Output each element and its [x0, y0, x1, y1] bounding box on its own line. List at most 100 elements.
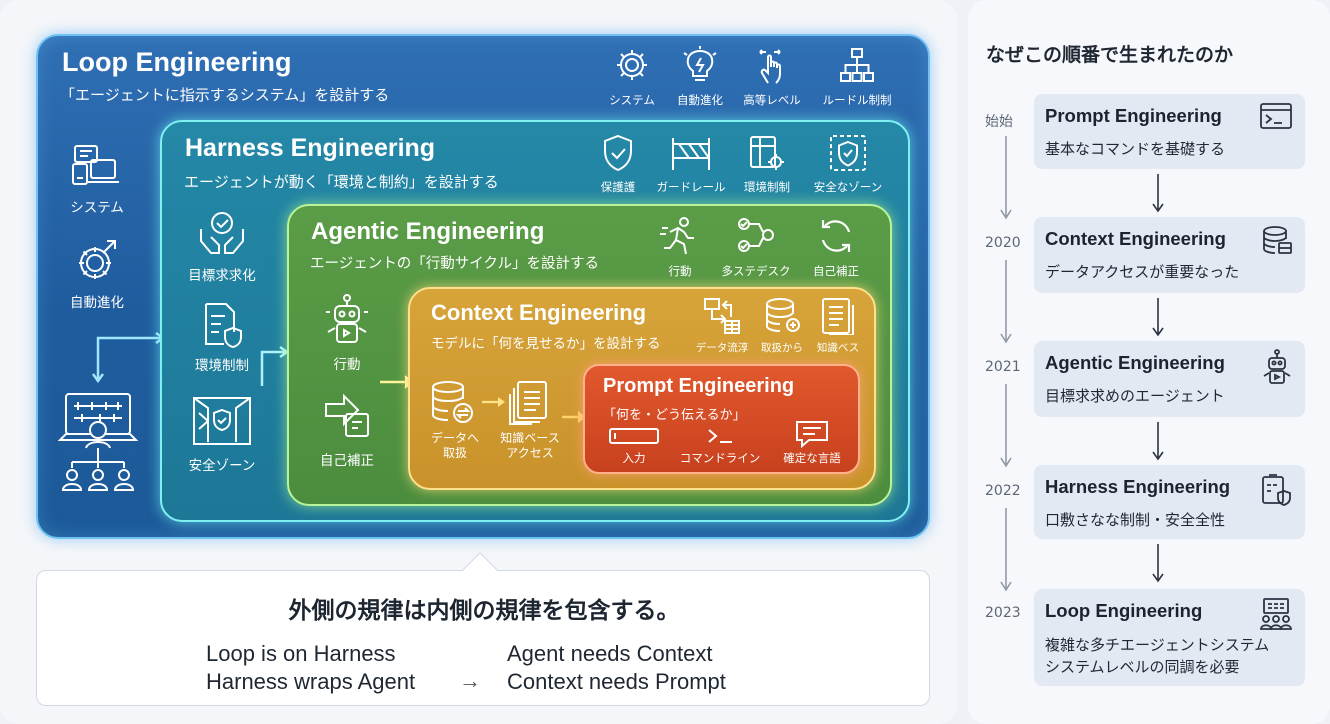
timeline-card-desc: システムレベルの同調を必要	[1045, 658, 1240, 676]
prompt-icon-label: コマンドライン	[679, 451, 761, 465]
timeline-year: 2020	[985, 235, 1021, 251]
prompt-engineering-layer	[583, 364, 860, 474]
callout-pointer	[462, 552, 498, 572]
document-shield-icon	[200, 300, 244, 348]
terminal-window-icon	[1259, 102, 1293, 130]
gear-evolve-icon	[71, 235, 123, 287]
loop-icon-label: 自動進化	[677, 93, 723, 107]
loop-subtitle: 「エージェントに指示するシステム」を設計する	[60, 86, 390, 104]
context-side-label: データへ 取扱	[430, 431, 480, 460]
timeline-card: Agentic Engineering 目標求求めのエージェント	[1034, 341, 1305, 417]
timeline-year: 2023	[985, 605, 1021, 621]
agentic-side-label: 自己補正	[320, 453, 374, 469]
database-icon	[1261, 225, 1293, 257]
shield-check-icon	[601, 134, 635, 172]
system-devices-icon	[71, 142, 123, 188]
harness-icon-label: ガードレール	[656, 180, 726, 194]
device-shield-icon	[1259, 473, 1293, 507]
context-title: Context Engineering	[431, 300, 647, 325]
harness-side-label: 目標求求化	[188, 268, 256, 284]
knowledge-stack-icon	[508, 380, 552, 426]
refresh-icon	[817, 216, 855, 256]
safe-zone-icon	[829, 134, 867, 172]
context-icon-label: 取扱から	[761, 342, 803, 354]
loop-side-label: システム	[70, 200, 124, 216]
loop-title: Loop Engineering	[62, 47, 292, 77]
knowledge-doc-icon	[821, 297, 855, 335]
operator-console-icon	[58, 390, 138, 502]
timeline-down-arrow	[1152, 544, 1164, 583]
agentic-icon-label: 自己補正	[813, 264, 859, 278]
timeline-down-arrow	[1152, 298, 1164, 337]
lightbulb-bolt-icon	[681, 45, 719, 85]
guardrail-icon	[669, 134, 713, 172]
timeline-card: Prompt Engineering 基本なコマンドを基礎する	[1034, 94, 1305, 169]
timeline-title: なぜこの順番で生まれたのか	[986, 44, 1234, 66]
loop-side-label: 自動進化	[70, 295, 124, 311]
harness-title: Harness Engineering	[185, 134, 436, 162]
timeline-card-title: Loop Engineering	[1045, 600, 1203, 621]
timeline-card: Context Engineering データアクセスが重要なった	[1034, 217, 1305, 293]
timeline-card-desc: 口敷さなな制制・安全全性	[1045, 511, 1226, 529]
context-inner-arrow	[482, 397, 505, 407]
timeline-card-title: Prompt Engineering	[1045, 105, 1222, 126]
timeline-year: 2021	[985, 359, 1021, 375]
agentic-icon-label: 多ステデスク	[721, 264, 791, 278]
timeline-year: 始始	[985, 114, 1013, 130]
timeline-year: 2022	[985, 483, 1021, 499]
environment-gear-icon	[748, 134, 786, 172]
timeline-axis	[1000, 136, 1012, 592]
timeline-card-desc: 基本なコマンドを基礎する	[1045, 140, 1226, 158]
running-person-icon	[660, 216, 700, 256]
loop-icon-label: 高等レベル	[743, 93, 801, 107]
harness-side-label: 安全ゾーン	[188, 458, 256, 474]
harness-icon-label: 安全なゾーン	[813, 180, 883, 194]
gear-icon	[614, 47, 650, 83]
safe-zone-doors-icon	[192, 396, 252, 446]
hand-pointer-icon	[754, 47, 790, 85]
timeline-card: Loop Engineering 複雑な多チエージェントシステム システムレベル…	[1034, 589, 1305, 686]
timeline-card-title: Context Engineering	[1045, 228, 1226, 249]
context-icon-label: データ流淳	[695, 342, 749, 354]
prompt-icon-label: 確定な言語	[783, 451, 841, 465]
timeline-card-title: Harness Engineering	[1045, 476, 1231, 497]
loop-icon-label: システム	[609, 93, 655, 107]
callout-line-1: Loop is on Harness	[206, 641, 396, 666]
callout-headline: 外側の規律は内側の規律を包含する。	[288, 598, 680, 624]
multi-task-icon	[736, 216, 776, 256]
prompt-subtitle: 「何を・どう伝えるか」	[603, 408, 746, 423]
summary-callout: 外側の規律は内側の規律を包含する。 Loop is on Harness Har…	[36, 570, 930, 706]
harness-icon-label: 保護護	[600, 180, 636, 194]
timeline-card-desc: データアクセスが重要なった	[1045, 263, 1240, 281]
context-subtitle: モデルに「何を見せるか」を設計する	[431, 336, 661, 352]
agentic-subtitle: エージェントの「行動サイクル」を設計する	[310, 256, 599, 272]
callout-arrow: →	[459, 668, 481, 693]
robot-icon	[324, 294, 370, 346]
hands-target-icon	[197, 209, 247, 257]
agentic-icon-label: 行動	[668, 264, 692, 278]
callout-line-2: Harness wraps Agent	[206, 669, 416, 694]
database-exchange-icon	[430, 380, 474, 426]
harness-subtitle: エージェントが動く「環境と制約」を設計する	[184, 173, 499, 191]
prompt-icon-label: 入力	[622, 451, 646, 465]
loop-icon-label: ルードル制制	[822, 93, 892, 107]
context-connector-arrow	[562, 411, 586, 423]
team-screen-icon	[1259, 597, 1293, 631]
agentic-side-label: 行動	[333, 357, 361, 373]
loop-connector-arrow	[91, 331, 166, 384]
timeline-card-title: Agentic Engineering	[1045, 352, 1225, 373]
input-field-icon	[608, 427, 660, 445]
agentic-title: Agentic Engineering	[311, 218, 545, 245]
callout-line-3: Agent needs Context	[507, 641, 713, 666]
speech-bubble-icon	[795, 420, 829, 448]
timeline-card-desc: 複雑な多チエージェントシステム	[1045, 636, 1270, 654]
prompt-title: Prompt Engineering	[603, 375, 795, 397]
callout-line-4: Context needs Prompt	[507, 669, 726, 694]
context-side-label: 知識ベース アクセス	[500, 431, 560, 460]
context-icon-label: 知識ベス	[816, 342, 860, 354]
timeline-down-arrow	[1152, 422, 1164, 461]
data-flow-icon	[703, 297, 741, 335]
arrow-box-icon	[322, 392, 372, 438]
hierarchy-icon	[839, 47, 875, 83]
timeline-card-desc: 目標求求めのエージェント	[1045, 387, 1225, 405]
